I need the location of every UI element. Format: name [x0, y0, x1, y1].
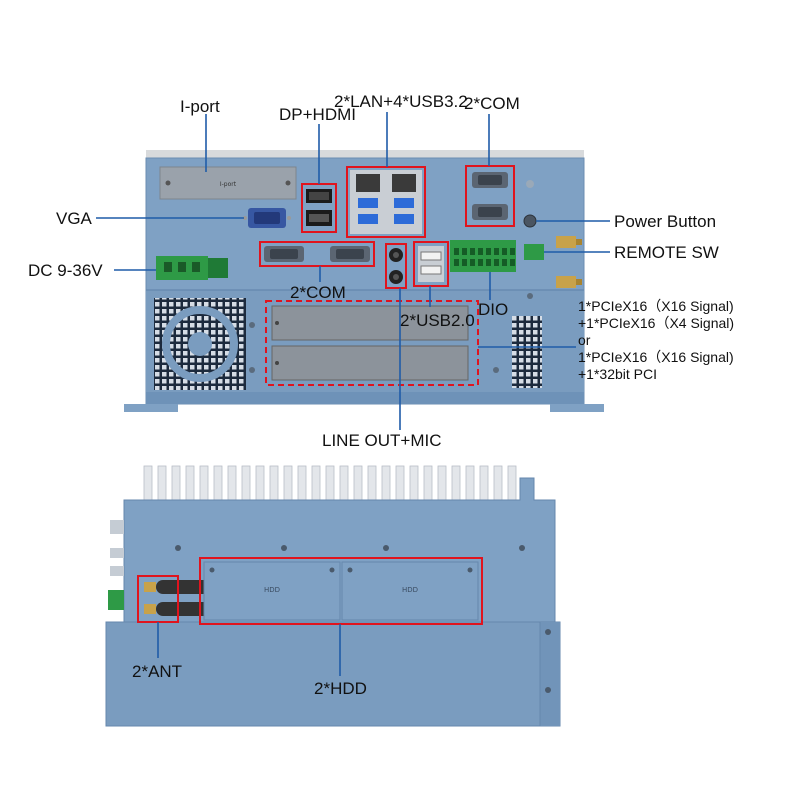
dio-block: [450, 240, 516, 272]
foot-right: [550, 404, 604, 412]
lan-usb-ports: [350, 170, 422, 234]
label-com-top: 2*COM: [464, 94, 520, 113]
highlight-lan-usb: [346, 166, 426, 238]
foot-left: [124, 404, 178, 412]
pcie-slots: [271, 305, 469, 381]
label-lan-usb: 2*LAN+4*USB3.2: [334, 92, 468, 111]
label-com-bottom: 2*COM: [290, 283, 346, 302]
side-view: HDD HDD: [105, 465, 561, 727]
highlight-com-top: [465, 165, 515, 227]
label-iport: I-port: [180, 97, 220, 116]
highlight-usb20: [413, 241, 449, 287]
highlight-com-bottom: [259, 241, 375, 267]
fan-grille: [154, 298, 246, 390]
label-dp-hdmi: DP+HDMI: [279, 105, 356, 124]
expansion-option: +1*PCIeX16（X4 Signal): [578, 315, 735, 331]
expansion-option: 1*PCIeX16（X16 Signal): [578, 298, 734, 314]
usb20-ports: [418, 246, 444, 282]
dc-terminal: [156, 256, 228, 280]
highlight-pcie: [265, 300, 479, 386]
label-vga: VGA: [56, 209, 92, 228]
remote-sw-terminal: [524, 244, 544, 260]
front-view: I-port: [96, 112, 610, 430]
hdd-plate-1-text: HDD: [264, 586, 280, 594]
label-usb20: 2*USB2.0: [400, 311, 475, 330]
expansion-option: or: [578, 332, 591, 348]
iport-plate-text: I-port: [220, 181, 237, 188]
iport-plate: [159, 166, 297, 200]
label-dc: DC 9-36V: [28, 261, 103, 280]
expansion-options: 1*PCIeX16（X16 Signal) +1*PCIeX16（X4 Sign…: [578, 298, 734, 383]
hdd-plates: HDD HDD: [203, 561, 479, 621]
label-line-out-mic: LINE OUT+MIC: [322, 431, 442, 450]
hdd-plate-2-text: HDD: [402, 586, 418, 594]
side-lower-body: [105, 621, 561, 727]
com-top-ports: [472, 172, 508, 220]
label-hdd: 2*HDD: [314, 679, 367, 698]
expansion-option: +1*32bit PCI: [578, 366, 657, 382]
heatsink-fins: [143, 465, 517, 511]
side-left-connectors: [108, 520, 124, 610]
side-grille: [512, 316, 542, 388]
highlight-hdd: [199, 557, 483, 625]
vga-port: [243, 208, 291, 228]
highlight-audio: [385, 243, 407, 289]
power-button: [523, 214, 537, 228]
expansion-option: 1*PCIeX16（X16 Signal): [578, 349, 734, 365]
label-dio: DIO: [478, 300, 509, 319]
audio-jacks: [389, 248, 403, 284]
label-remote-sw: REMOTE SW: [614, 243, 719, 262]
label-ant: 2*ANT: [132, 662, 183, 681]
label-power-button: Power Button: [614, 212, 717, 231]
com-bottom-ports: [264, 246, 370, 262]
antenna-connectors-front: [556, 236, 582, 288]
dp-hdmi-ports: [306, 189, 332, 226]
